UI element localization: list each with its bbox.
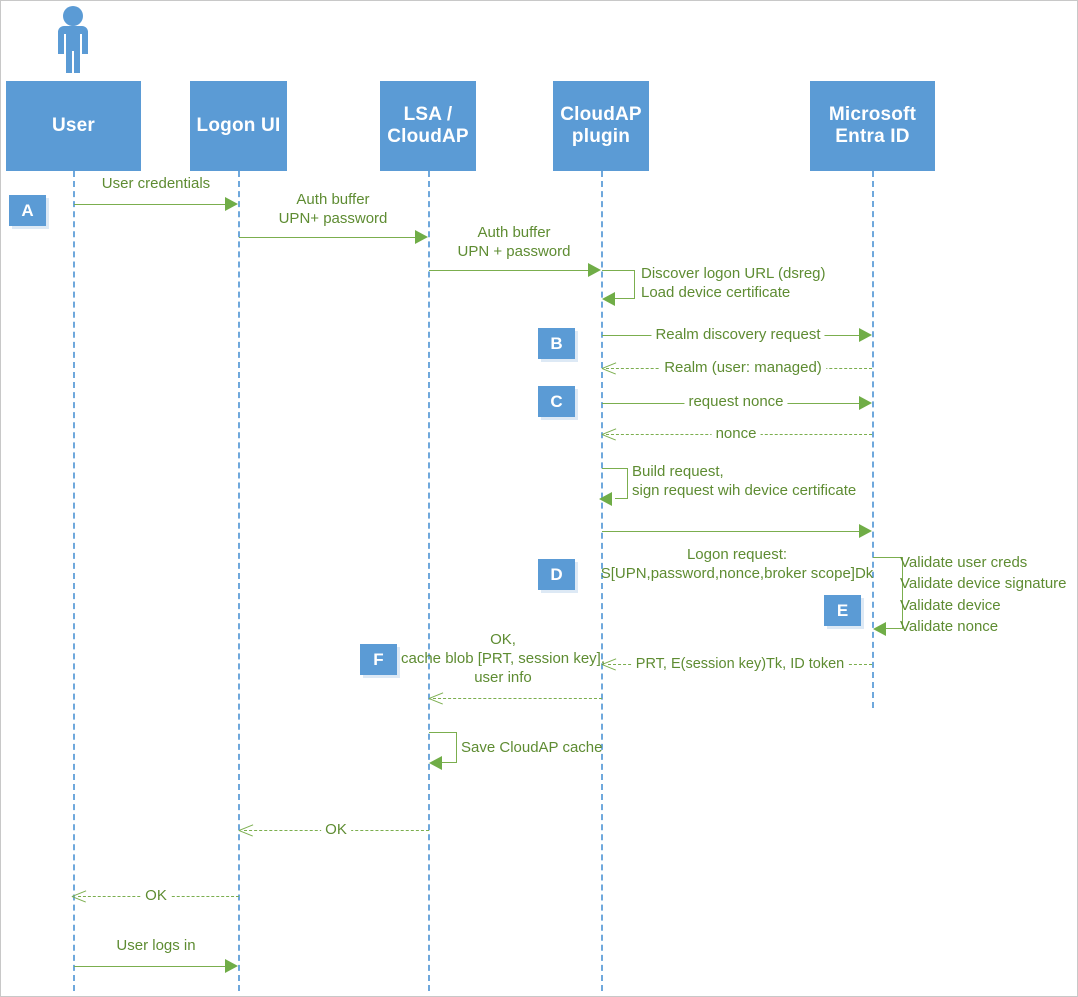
selfloop-side-discover-logon-url xyxy=(634,270,635,299)
selfloop-bottom-validate xyxy=(886,628,903,629)
message-label-save-cloudap-cache: Save CloudAP cache xyxy=(461,739,603,756)
selfloop-bottom-build-request xyxy=(615,498,628,499)
actor-entra-label-line2: Entra ID xyxy=(835,126,910,147)
message-label-discover-logon-url-line2: Load device certificate xyxy=(641,283,791,301)
selfloop-top-save-cloudap-cache xyxy=(429,732,457,733)
actor-lsa-cloudap-label-line1: LSA / xyxy=(403,103,453,125)
message-label-build-request-line2: sign request wih device certificate xyxy=(632,481,857,499)
message-label-user-logs-in: User logs in xyxy=(116,937,196,954)
step-badge-c-label: C xyxy=(550,391,563,411)
message-label-realm-discovery-request: Realm discovery request xyxy=(651,326,825,345)
lifeline-lsa-cloudap xyxy=(428,171,430,991)
step-badge-a: A xyxy=(9,195,46,226)
message-label-validate-device-signature: Validate device signature xyxy=(900,575,1067,593)
message-line-ok-cache-blob xyxy=(433,698,602,699)
message-line-logon-request xyxy=(602,531,861,532)
selfloop-arrowhead-save-cloudap-cache xyxy=(429,756,442,770)
message-label-validate-nonce: Validate nonce xyxy=(900,617,999,635)
message-arrowhead-realm-user-managed xyxy=(602,361,616,375)
step-badge-f: F xyxy=(360,644,397,675)
step-badge-a-label: A xyxy=(21,200,34,220)
step-badge-b-label: B xyxy=(550,333,563,353)
actor-logon-ui[interactable]: Logon UI xyxy=(190,81,287,171)
selfloop-side-validate xyxy=(902,557,903,629)
lifeline-cloudap-plugin xyxy=(601,171,603,991)
selfloop-side-build-request xyxy=(627,468,628,499)
message-label-validate-list: Validate user creds Validate device sign… xyxy=(900,552,1067,637)
message-label-ok-lsa-to-logonui: OK xyxy=(321,821,351,840)
message-label-logon-request-line2: S[UPN,password,nonce,broker scope]Dk xyxy=(600,564,874,582)
selfloop-arrowhead-build-request xyxy=(599,492,612,506)
step-badge-d: D xyxy=(538,559,575,590)
step-badge-c: C xyxy=(538,386,575,417)
message-label-build-request: Build request, sign request wih device c… xyxy=(632,463,856,501)
step-badge-f-label: F xyxy=(373,649,384,669)
message-label-realm-user-managed: Realm (user: managed) xyxy=(660,359,826,378)
message-label-logon-request-line1: Logon request: xyxy=(686,546,788,563)
selfloop-side-save-cloudap-cache xyxy=(456,732,457,763)
actor-cloudap-plugin-label-line2: plugin xyxy=(571,126,631,147)
message-label-validate-device: Validate device xyxy=(900,596,1001,614)
actor-cloudap-plugin-label-line1: CloudAP xyxy=(560,103,642,125)
message-label-ok-logonui-to-user: OK xyxy=(141,887,171,906)
message-label-ok-cache-blob-line1: OK, xyxy=(490,631,516,648)
message-label-user-credentials: User credentials xyxy=(101,175,211,192)
message-arrowhead-user-credentials xyxy=(225,197,238,211)
actor-lsa-cloudap[interactable]: LSA / CloudAP xyxy=(380,81,476,171)
message-arrowhead-auth-buffer-2 xyxy=(588,263,601,277)
selfloop-bottom-save-cloudap-cache xyxy=(442,762,457,763)
message-label-build-request-line1: Build request, xyxy=(632,463,724,480)
message-arrowhead-request-nonce xyxy=(859,396,872,410)
message-arrowhead-logon-request xyxy=(859,524,872,538)
actor-entra-label-line1: Microsoft xyxy=(828,103,917,125)
selfloop-top-discover-logon-url xyxy=(602,270,635,271)
selfloop-bottom-discover-logon-url xyxy=(615,298,635,299)
message-arrowhead-ok-cache-blob xyxy=(429,691,443,705)
selfloop-top-validate xyxy=(873,557,903,558)
message-label-ok-cache-blob: OK, cache blob [PRT, session key], user … xyxy=(401,631,605,687)
selfloop-arrowhead-validate xyxy=(873,622,886,636)
message-label-prt-session-key: PRT, E(session key)Tk, ID token xyxy=(631,655,849,674)
message-arrowhead-user-logs-in xyxy=(225,959,238,973)
message-arrowhead-auth-buffer-1 xyxy=(415,230,428,244)
actor-logon-ui-label: Logon UI xyxy=(196,114,281,136)
message-label-auth-buffer-1: Auth buffer UPN+ password xyxy=(279,191,388,229)
message-label-auth-buffer-2-line1: Auth buffer xyxy=(477,224,551,241)
selfloop-arrowhead-discover-logon-url xyxy=(602,292,615,306)
step-badge-e-label: E xyxy=(836,600,849,620)
message-label-nonce: nonce xyxy=(711,425,761,444)
step-badge-d-label: D xyxy=(550,564,563,584)
actor-microsoft-entra-id[interactable]: Microsoft Entra ID xyxy=(810,81,935,171)
message-label-validate-user-creds: Validate user creds xyxy=(900,554,1028,571)
message-line-auth-buffer-2 xyxy=(429,270,590,271)
message-label-logon-request: Logon request: S[UPN,password,nonce,brok… xyxy=(601,546,874,584)
message-line-user-credentials xyxy=(74,204,226,205)
message-arrowhead-nonce xyxy=(602,427,616,441)
message-label-ok-cache-blob-line2: cache blob [PRT, session key], xyxy=(401,649,605,667)
lifeline-microsoft-entra-id xyxy=(872,171,874,708)
actor-cloudap-plugin[interactable]: CloudAP plugin xyxy=(553,81,649,171)
selfloop-top-build-request xyxy=(602,468,628,469)
message-label-auth-buffer-2-line2: UPN + password xyxy=(457,242,571,260)
message-label-auth-buffer-1-line2: UPN+ password xyxy=(278,209,388,227)
message-arrowhead-realm-discovery-request xyxy=(859,328,872,342)
step-badge-b: B xyxy=(538,328,575,359)
message-label-request-nonce: request nonce xyxy=(684,393,788,412)
user-person-icon xyxy=(49,5,97,80)
lifeline-logon-ui xyxy=(238,171,240,991)
message-arrowhead-ok-logonui-to-user xyxy=(72,889,86,903)
message-label-auth-buffer-2: Auth buffer UPN + password xyxy=(458,224,571,262)
message-arrowhead-ok-lsa-to-logonui xyxy=(239,823,253,837)
message-label-auth-buffer-1-line1: Auth buffer xyxy=(296,191,370,208)
actor-user[interactable]: User xyxy=(6,81,141,171)
actor-lsa-cloudap-label-line2: CloudAP xyxy=(387,126,469,147)
message-label-discover-logon-url: Discover logon URL (dsreg) Load device c… xyxy=(641,265,826,303)
message-line-auth-buffer-1 xyxy=(239,237,417,238)
message-label-discover-logon-url-line1: Discover logon URL (dsreg) xyxy=(641,265,826,282)
step-badge-e: E xyxy=(824,595,861,626)
actor-user-label: User xyxy=(51,114,96,136)
lifeline-user xyxy=(73,171,75,991)
message-label-ok-cache-blob-line3: user info xyxy=(474,668,532,686)
message-line-user-logs-in xyxy=(74,966,226,967)
